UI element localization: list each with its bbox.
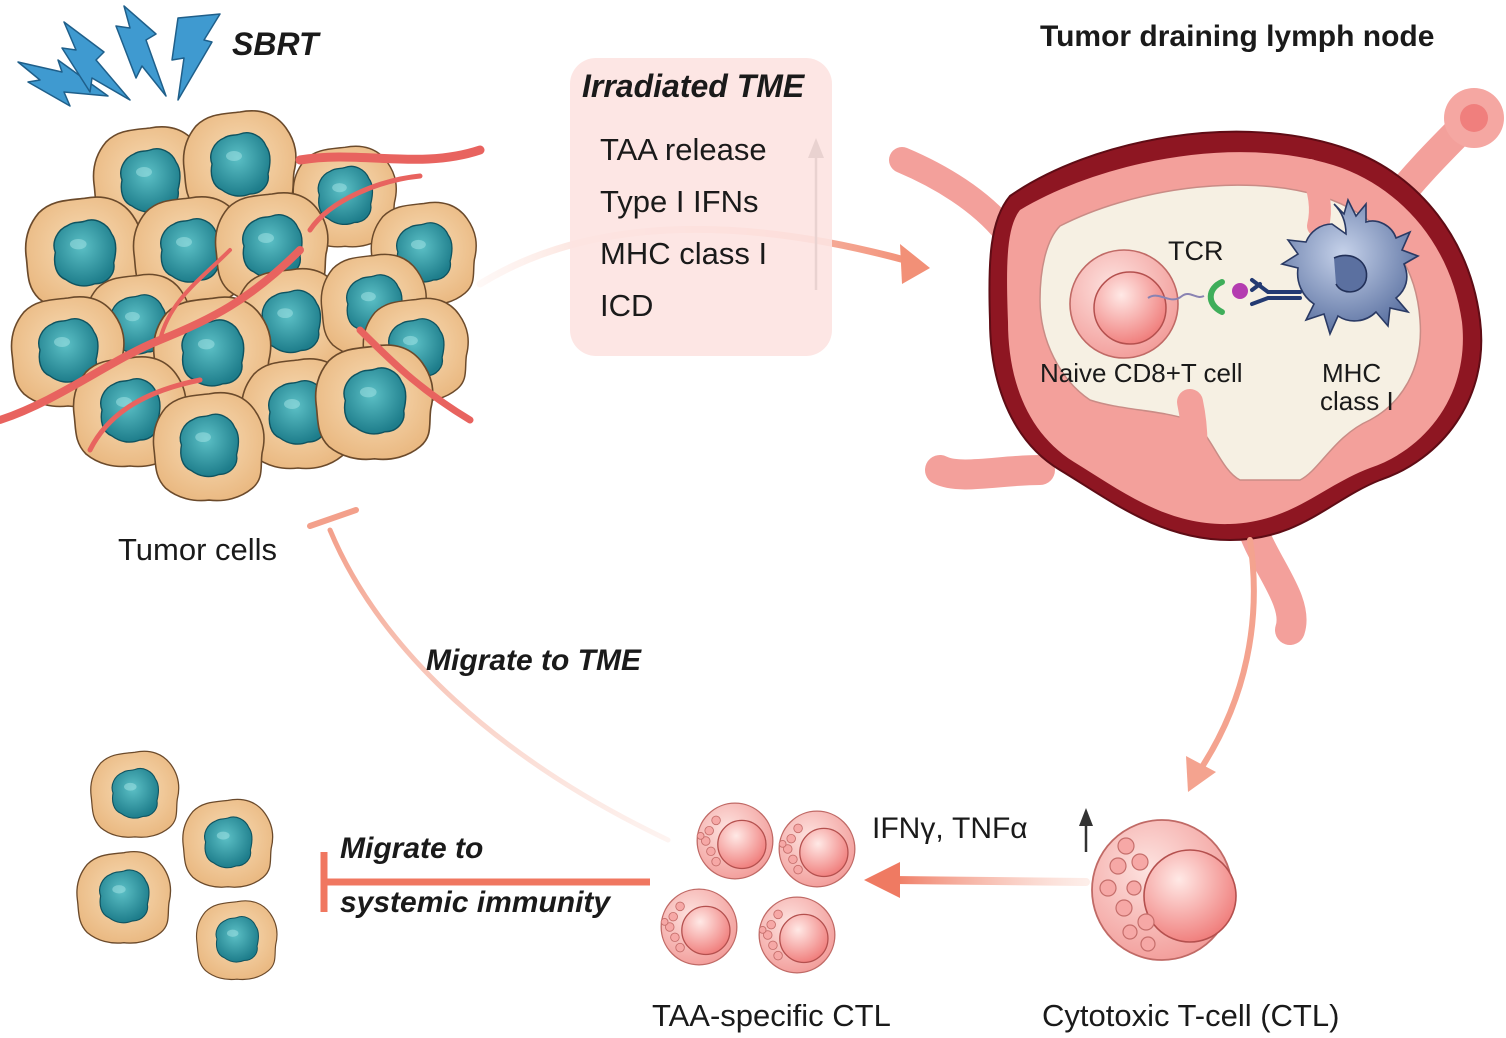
tumor-cells-label: Tumor cells xyxy=(118,532,278,567)
irradiated-tme-box xyxy=(570,58,832,356)
taa-ctl-cluster xyxy=(660,802,856,974)
cytokines-label: IFNγ, TNFα xyxy=(872,812,1028,845)
migrate-systemic-line1: Migrate to xyxy=(340,832,484,865)
arrow-migrate-tme xyxy=(327,527,671,843)
arrow-to-taa-ctl xyxy=(888,876,1090,886)
arrow-to-ctl xyxy=(1197,537,1257,773)
naive-t-cell xyxy=(1069,249,1248,359)
lightning-icon xyxy=(17,5,221,107)
increase-arrow-icon-cytokines xyxy=(1079,808,1093,852)
tme-item-icd: ICD xyxy=(600,288,654,323)
mhc-label-line1: MHC xyxy=(1322,358,1382,388)
small-tumor-cells xyxy=(76,750,278,981)
ctl-label: Cytotoxic T-cell (CTL) xyxy=(1042,998,1340,1033)
naive-cell-label: Naive CD8+T cell xyxy=(1040,358,1243,388)
irradiated-tme-title: Irradiated TME xyxy=(582,68,805,104)
migrate-systemic-line2: systemic immunity xyxy=(340,886,611,919)
taa-ctl-label: TAA-specific CTL xyxy=(652,998,891,1033)
cytotoxic-t-cell xyxy=(1091,819,1237,961)
tumor-cluster xyxy=(0,109,485,502)
migrate-tme-label: Migrate to TME xyxy=(426,644,641,677)
sbrt-label: SBRT xyxy=(232,26,319,62)
mhc-label-line2: class I xyxy=(1320,386,1394,416)
tme-item-mhc-class-i: MHC class I xyxy=(600,236,768,271)
lymph-node-title: Tumor draining lymph node xyxy=(1040,20,1435,53)
tcr-label: TCR xyxy=(1168,236,1224,266)
tme-item-type-i-ifns: Type I IFNs xyxy=(600,184,759,219)
tme-item-taa-release: TAA release xyxy=(600,132,767,167)
dendritic-cell xyxy=(1250,197,1420,337)
